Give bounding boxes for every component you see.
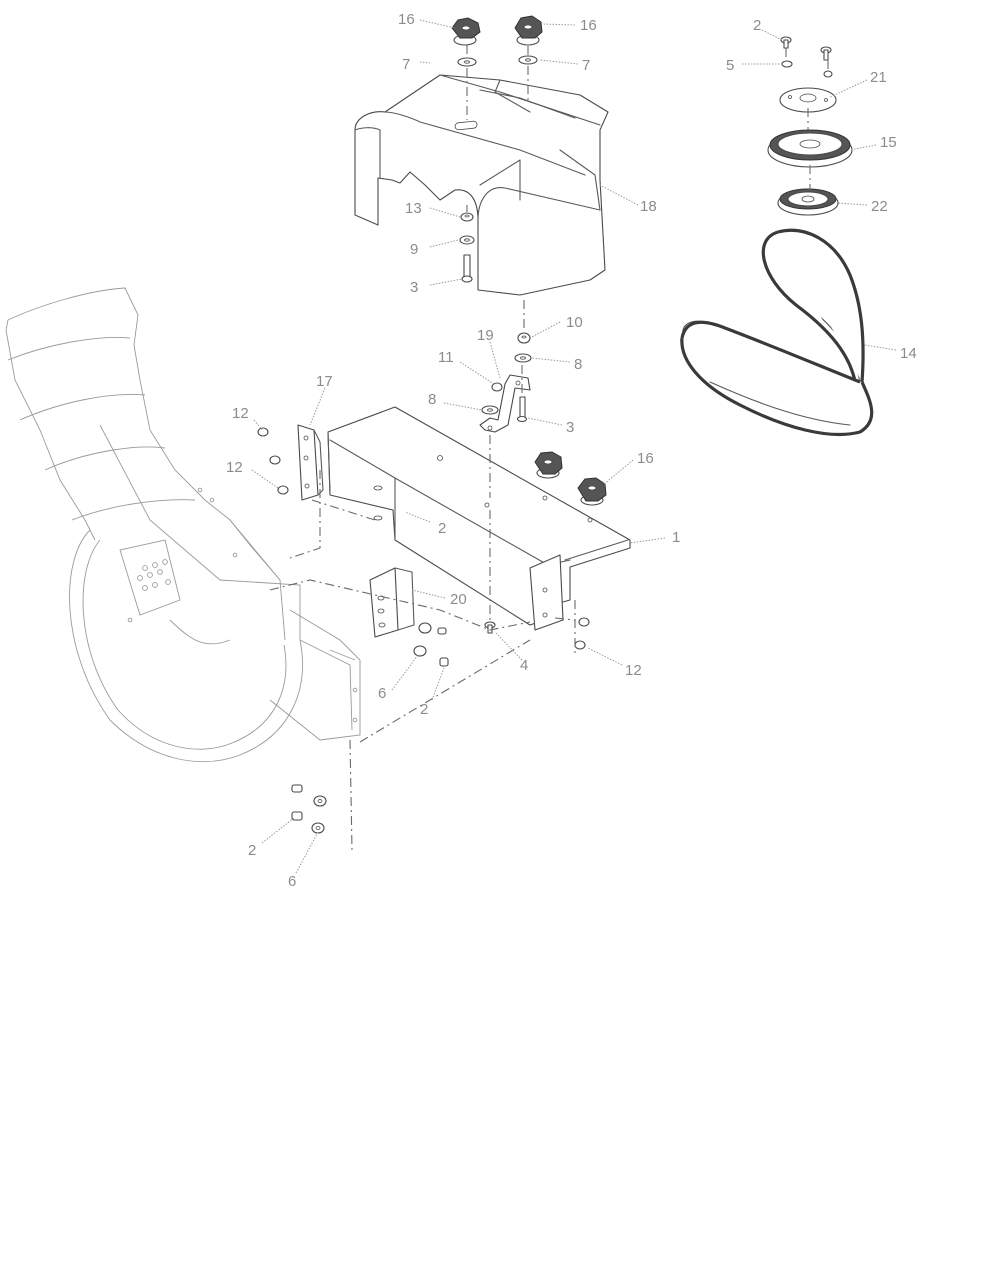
callout-14: 14 — [900, 345, 917, 362]
knob-lower-right — [577, 477, 607, 506]
callout-7-left: 7 — [402, 56, 410, 73]
callout-numbers: 16 16 7 7 18 13 9 3 10 2 5 21 15 22 14 1… — [226, 11, 917, 890]
washer-5 — [781, 60, 793, 68]
assembly-center-lines — [269, 45, 829, 851]
callout-21: 21 — [870, 69, 887, 86]
callout-17: 17 — [316, 373, 333, 390]
chute-vent-holes — [127, 487, 358, 723]
bolt-3-lower — [516, 396, 528, 423]
callout-2-middle: 2 — [420, 701, 428, 718]
nut-12-a — [257, 427, 269, 437]
washer-top-left — [457, 57, 477, 67]
washer-8-lower — [481, 405, 499, 415]
callout-16-top-left: 16 — [398, 11, 415, 28]
bracket-19 — [479, 374, 531, 433]
washer-8-upper — [514, 353, 532, 363]
nut-13 — [460, 212, 474, 222]
pulley-stack — [767, 36, 853, 216]
washer-6-d — [311, 822, 325, 834]
knob-lower-left — [534, 451, 563, 479]
screw-2-top — [780, 36, 792, 49]
callout-20: 20 — [450, 591, 467, 608]
washer-6-c — [313, 795, 327, 807]
nut-10 — [517, 332, 531, 344]
callout-8-right: 8 — [574, 356, 582, 373]
callout-19: 19 — [477, 327, 494, 344]
drive-housing — [327, 406, 631, 631]
washer-top-right — [518, 55, 538, 65]
callout-16-top-right: 16 — [580, 17, 597, 34]
callout-22: 22 — [871, 198, 888, 215]
callout-2-bottom: 2 — [248, 842, 256, 859]
callout-8-left: 8 — [428, 391, 436, 408]
callout-2-top: 2 — [753, 17, 761, 34]
screw-right — [820, 46, 832, 61]
pulley-15 — [767, 129, 853, 168]
bolt-2-a — [437, 627, 447, 635]
callout-10: 10 — [566, 314, 583, 331]
callout-18: 18 — [640, 198, 657, 215]
washer-9 — [459, 235, 475, 245]
callout-7-right: 7 — [582, 57, 590, 74]
callout-9: 9 — [410, 241, 418, 258]
knob-top-left — [451, 17, 481, 46]
callout-3-lower: 3 — [566, 419, 574, 436]
bolt-4 — [484, 621, 496, 634]
washer-6-a — [418, 622, 432, 634]
blower-housing — [5, 287, 361, 763]
knob-top-right — [514, 15, 543, 46]
callout-2-housing: 2 — [438, 520, 446, 537]
callout-4: 4 — [520, 657, 528, 674]
bolt-3-upper — [461, 254, 473, 283]
nut-11 — [491, 382, 503, 392]
bracket-17 — [297, 424, 324, 501]
callout-12-middle: 12 — [226, 459, 243, 476]
bolt-2-b — [439, 657, 449, 667]
bracket-20 — [369, 567, 415, 638]
callout-6-bottom: 6 — [288, 873, 296, 890]
callout-16-lower: 16 — [637, 450, 654, 467]
callout-12-lower: 12 — [625, 662, 642, 679]
callout-1: 1 — [672, 529, 680, 546]
belt-14 — [680, 228, 874, 436]
bolt-2-d — [291, 811, 303, 821]
callout-15: 15 — [880, 134, 897, 151]
hub-21 — [779, 87, 837, 113]
nut-12-d — [578, 617, 590, 627]
callout-12-upper: 12 — [232, 405, 249, 422]
belt-cover — [354, 74, 609, 296]
callout-13: 13 — [405, 200, 422, 217]
nut-12-c — [277, 485, 289, 495]
bolt-2-c — [291, 784, 303, 793]
washer-6-b — [413, 645, 427, 657]
callout-11: 11 — [438, 349, 454, 366]
nut-12-e — [574, 640, 586, 650]
callout-6-middle: 6 — [378, 685, 386, 702]
nut-right — [823, 70, 833, 78]
nut-12-b — [269, 455, 281, 465]
callout-5: 5 — [726, 57, 734, 74]
callout-3-upper: 3 — [410, 279, 418, 296]
leader-lines — [251, 19, 897, 874]
hub-22 — [777, 188, 839, 216]
